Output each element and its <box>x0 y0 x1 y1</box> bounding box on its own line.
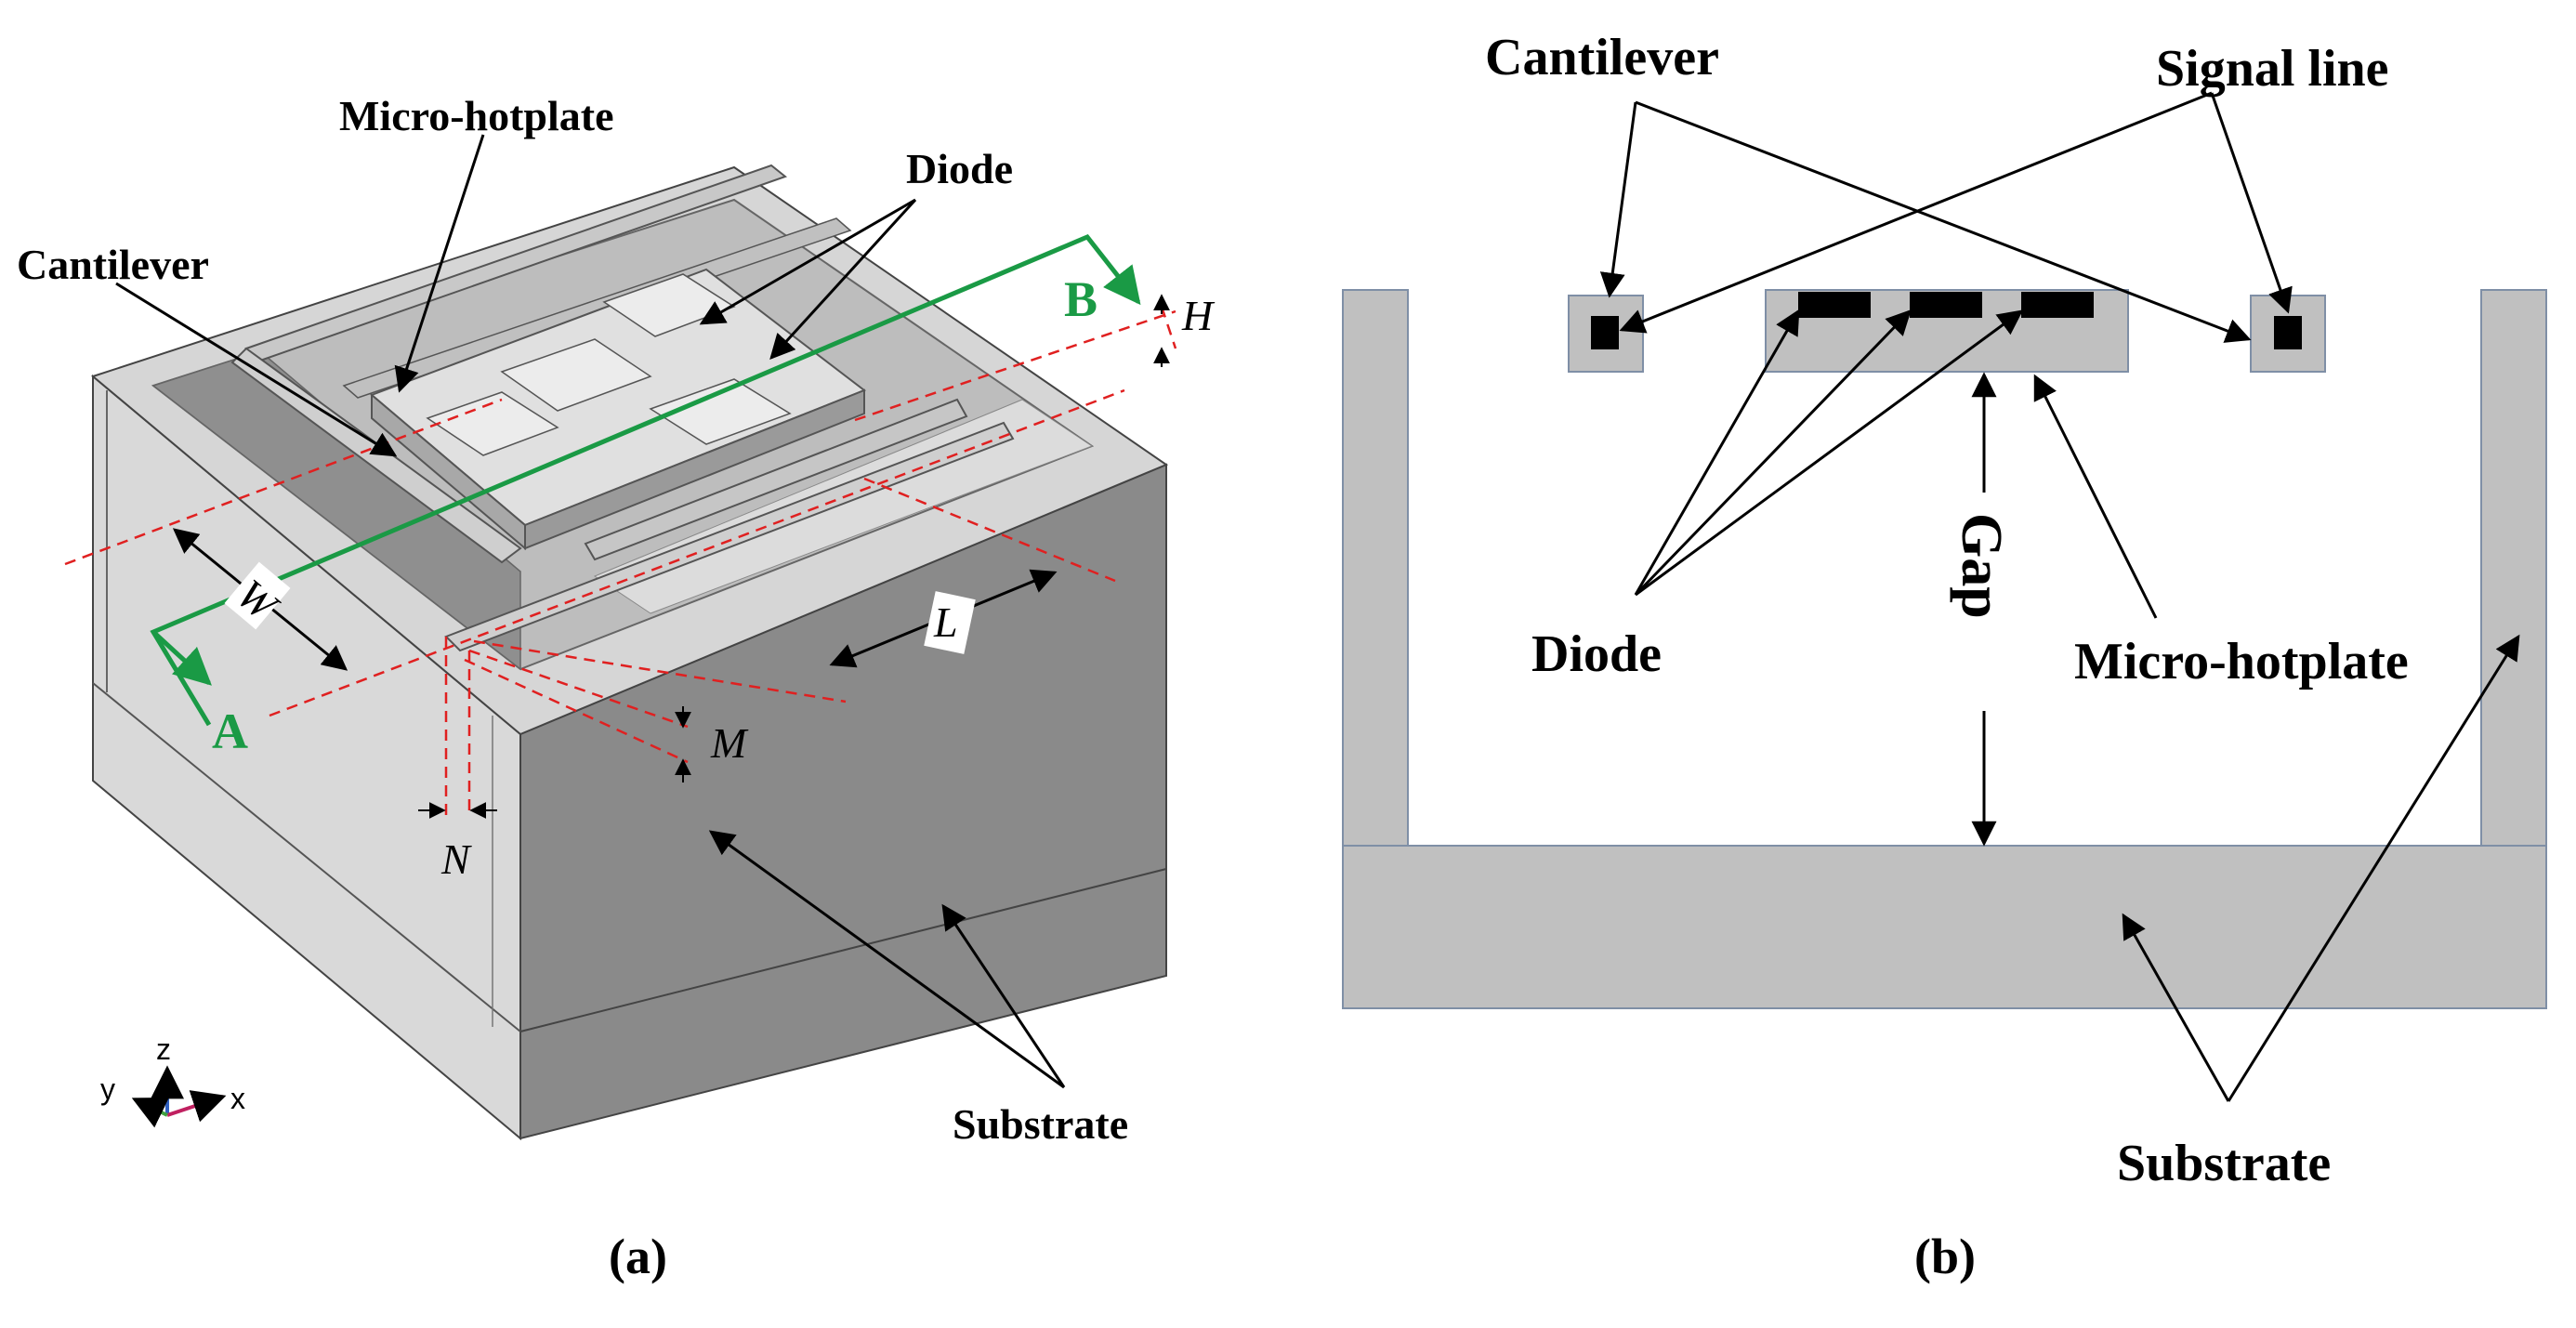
label-a-substrate: Substrate <box>953 1100 1128 1148</box>
dim-label-h: H <box>1181 292 1216 339</box>
dim-l-box <box>924 591 976 654</box>
diode-block-4 <box>426 391 559 456</box>
substrate-layer-line-right <box>519 868 1167 1032</box>
dimension-lines <box>64 306 1177 818</box>
cantilever-a-bottom <box>584 398 968 561</box>
rail-top-2 <box>342 217 852 399</box>
axis-y-label: y <box>100 1072 115 1106</box>
dim-label-m: M <box>710 719 749 767</box>
panel-a: z x y Micro-hotplate Diode Cantilever Su… <box>17 92 1216 1284</box>
leader-substrate-1 <box>708 830 1065 1089</box>
label-b-diode: Diode <box>1531 625 1662 683</box>
label-b-micro-hotplate: Micro-hotplate <box>2074 633 2409 690</box>
dim-w-box <box>224 561 291 630</box>
substrate-base <box>1342 845 2547 1009</box>
axis-triad: z x y <box>100 1032 245 1128</box>
diode-block-3 <box>649 378 792 445</box>
micro-hotplate-front <box>524 388 865 550</box>
panel-b-leaders <box>1599 91 2520 1102</box>
diode-block-1 <box>602 273 736 337</box>
axis-z-label: z <box>156 1032 171 1066</box>
label-a-micro-hotplate: Micro-hotplate <box>339 92 614 139</box>
diode-2 <box>1910 292 1982 318</box>
diode-1 <box>1798 292 1871 318</box>
cavity-shadow <box>151 350 521 671</box>
dim-label-n: N <box>440 835 472 883</box>
panel-b: Gap Cantilever Signal line Diode Micro-h… <box>1342 29 2547 1284</box>
substrate-layer-line-left <box>92 682 521 1032</box>
label-b-cantilever: Cantilever <box>1485 29 1719 86</box>
leader-substrate-2 <box>941 903 1066 1088</box>
label-b-signal-line: Signal line <box>2156 40 2389 98</box>
signal-line-left <box>1591 316 1619 349</box>
dim-label-l: L <box>933 598 958 646</box>
section-marker-b: B <box>1064 271 1097 327</box>
substrate-left-wall <box>1342 289 1409 848</box>
section-marker-a: A <box>212 703 248 759</box>
axis-x-label: x <box>230 1082 245 1115</box>
leader-diode-2 <box>769 198 917 360</box>
substrate-right-wall <box>2480 289 2547 848</box>
label-b-substrate: Substrate <box>2117 1135 2331 1192</box>
leader-cantilever <box>115 282 398 457</box>
diode-3 <box>2021 292 2094 318</box>
diode-block-2 <box>500 338 652 412</box>
caption-a: (a) <box>609 1229 667 1284</box>
signal-line-right <box>2274 316 2302 349</box>
label-a-cantilever: Cantilever <box>17 241 209 288</box>
label-b-gap: Gap <box>1950 513 2013 619</box>
caption-b: (b) <box>1914 1229 1976 1284</box>
leader-diode-1 <box>699 198 916 325</box>
leader-micro-hotplate <box>394 134 485 393</box>
label-a-diode: Diode <box>906 145 1013 192</box>
